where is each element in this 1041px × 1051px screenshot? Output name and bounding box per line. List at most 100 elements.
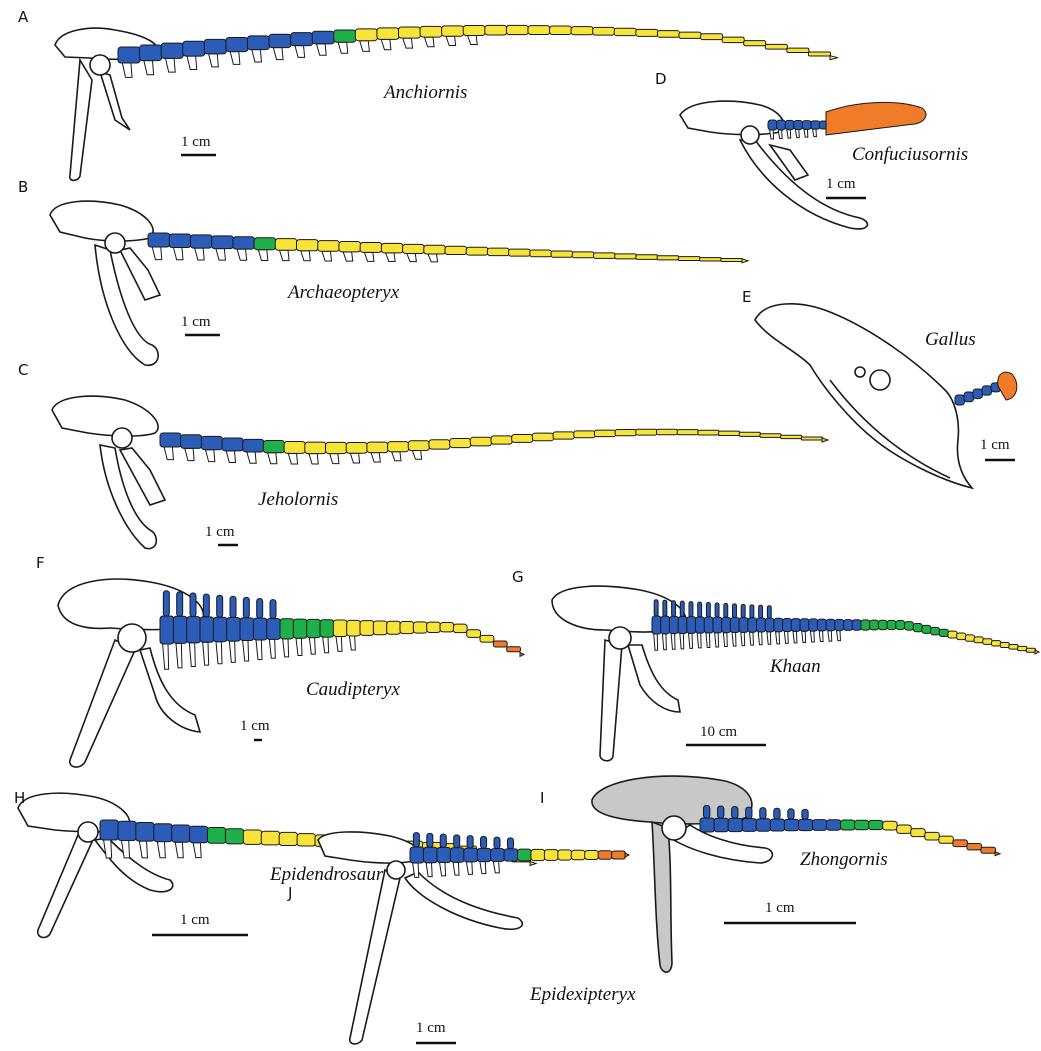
caudal-vertebra-yellow (506, 25, 528, 34)
chevron-bone (237, 249, 247, 260)
caudal-vertebra-yellow (1009, 644, 1018, 649)
chevron-bone (407, 253, 417, 261)
caudal-vertebra-yellow (553, 432, 574, 439)
chevron-bone (175, 842, 183, 857)
caudal-vertebra-yellow (615, 254, 637, 259)
caudal-vertebra-blue (973, 389, 983, 399)
caudal-vertebra-yellow (594, 253, 616, 258)
neural-spine (698, 602, 702, 617)
neural-spine (724, 603, 728, 617)
caudal-vertebra-yellow (427, 622, 441, 632)
caudal-vertebra-yellow (1000, 643, 1009, 648)
caudal-vertebra-green (861, 620, 870, 630)
panel-f: F Caudipteryx 1 cm (36, 554, 524, 767)
caudal-vertebra-green (870, 620, 879, 630)
neural-spine (715, 603, 719, 617)
chevron-bone (767, 632, 771, 644)
chevron-bone (176, 643, 182, 667)
pygostyle (826, 102, 926, 135)
chevron-bone (343, 252, 353, 261)
caudal-vertebra-blue (802, 121, 811, 130)
chevron-bone (243, 641, 249, 661)
chevron-bone (424, 37, 434, 47)
caudal-vertebra-blue (410, 847, 424, 863)
caudal-vertebra-yellow (487, 248, 509, 255)
caudal-vertebra-blue (269, 34, 291, 47)
caudal-vertebra-yellow (965, 635, 974, 641)
caudal-vertebra-yellow (678, 257, 700, 261)
caudal-vertebra-yellow (463, 25, 485, 35)
caudal-vertebra-green (334, 30, 356, 42)
caudal-vertebra-yellow (440, 622, 454, 631)
neural-spine (750, 605, 754, 618)
chevron-bone (804, 129, 808, 137)
neural-spine (741, 604, 745, 617)
caudal-vertebra-yellow (1018, 646, 1027, 650)
caudal-vertebra-orange (493, 641, 507, 647)
chevron-bone (680, 634, 684, 649)
caudal-vertebra-blue (852, 620, 861, 631)
chevron-bone (258, 250, 268, 261)
caudal-vertebra-blue (765, 618, 774, 632)
caudal-vertebra-blue (844, 620, 853, 631)
neural-spine (680, 601, 684, 616)
caudal-vertebra-yellow (424, 245, 446, 254)
tail-tip (830, 56, 838, 60)
caudal-vertebra-blue (190, 235, 212, 248)
chevron-bone (386, 253, 396, 262)
caudal-vertebra-yellow (485, 25, 507, 35)
caudal-vertebra-yellow (509, 249, 531, 256)
caudal-vertebra-blue (118, 47, 140, 63)
caudal-vertebra-green (293, 619, 307, 638)
chevron-bone (787, 130, 791, 138)
caudal-vertebra-yellow (531, 849, 545, 860)
neural-spine (270, 600, 276, 619)
caudal-vertebra-blue (187, 617, 201, 643)
caudal-vertebra-yellow (544, 850, 558, 861)
caudal-vertebra-blue (777, 120, 786, 130)
chevron-bone (229, 641, 235, 662)
neural-spine (257, 599, 263, 619)
caudal-vertebra-blue (423, 847, 437, 862)
caudal-vertebra-yellow (528, 26, 550, 35)
caudal-vertebra-green (280, 619, 294, 639)
pygostyle (998, 372, 1017, 400)
chevron-bone (364, 252, 374, 261)
panel-letter-g: G (512, 568, 524, 586)
caudal-vertebra-blue (136, 822, 154, 841)
caudal-vertebra-yellow (765, 44, 787, 49)
taxon-label-caudipteryx: Caudipteryx (306, 679, 400, 700)
chevron-bone (295, 46, 305, 58)
caudal-vertebra-green (869, 820, 884, 829)
neural-spine (704, 805, 710, 818)
neural-spine (746, 807, 752, 819)
neural-spine (774, 808, 780, 819)
chevron-bone (206, 450, 215, 462)
neural-spine (718, 806, 724, 818)
tail-b (148, 233, 748, 263)
caudal-vertebra-yellow (355, 29, 377, 41)
caudal-vertebra-orange (953, 840, 968, 847)
caudal-vertebra-blue (140, 45, 162, 61)
panel-letter-h: H (14, 789, 25, 807)
scale-label-d: 1 cm (826, 176, 856, 192)
caudal-vertebra-yellow (550, 26, 572, 35)
neural-spine (732, 807, 738, 819)
caudal-vertebra-blue (243, 439, 264, 452)
tail-e (955, 372, 1017, 405)
chevron-bone (778, 130, 782, 139)
caudal-vertebra-orange (612, 851, 626, 859)
chevron-bone (758, 632, 762, 645)
caudal-vertebra-blue (748, 618, 757, 632)
chevron-bone (309, 454, 318, 464)
scale-label-h: 1 cm (180, 912, 210, 928)
caudal-vertebra-blue (687, 617, 696, 634)
caudal-vertebra-yellow (897, 825, 912, 833)
caudal-vertebra-blue (190, 826, 208, 843)
caudal-vertebra-yellow (585, 850, 599, 859)
caudal-vertebra-yellow (387, 621, 401, 634)
panel-letter-f: F (36, 554, 45, 572)
chevron-bone (323, 637, 329, 653)
caudal-vertebra-blue (730, 617, 739, 632)
chevron-bone (144, 61, 154, 75)
